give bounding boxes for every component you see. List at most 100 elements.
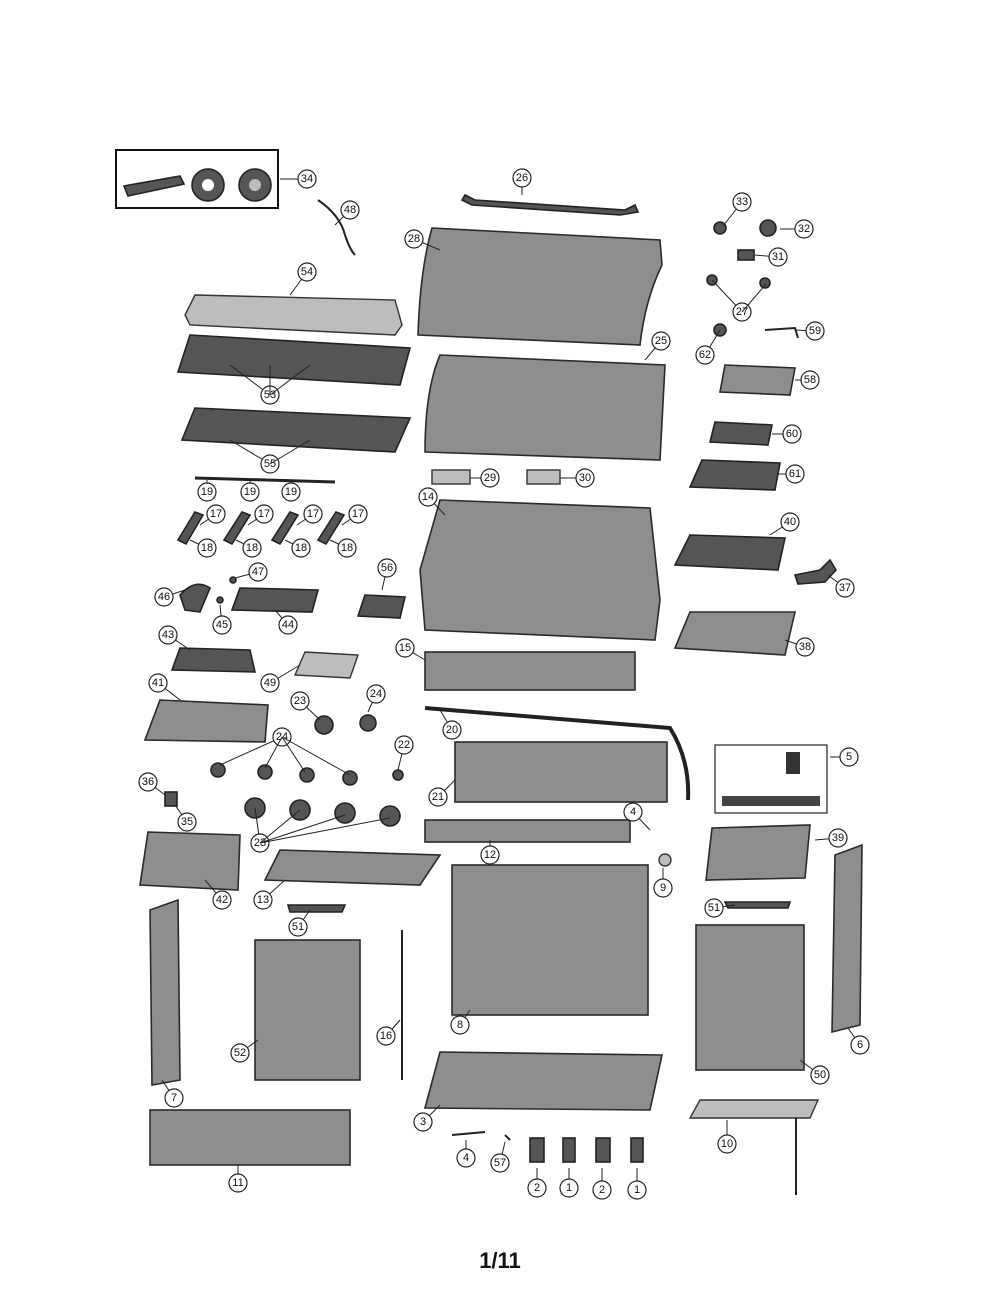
callout-51: 51 — [288, 909, 311, 937]
callout-53: 53 — [229, 364, 280, 405]
callout-label: 34 — [301, 173, 313, 185]
callout-circle — [651, 331, 671, 351]
part-4 — [451, 1131, 486, 1136]
callout-label: 40 — [784, 516, 796, 528]
callout-label: 57 — [494, 1157, 506, 1169]
callout-circle — [206, 504, 226, 524]
callout-label: 25 — [655, 335, 667, 347]
callout-48: 48 — [334, 200, 360, 226]
callout-label: 14 — [422, 491, 434, 503]
callout-61: 61 — [778, 464, 805, 484]
callout-label: 11 — [232, 1177, 243, 1189]
callout-circle — [230, 1043, 250, 1063]
callout-56: 56 — [377, 558, 397, 591]
callout-leader — [741, 283, 767, 313]
callout-34: 34 — [280, 169, 317, 189]
callout-circle — [850, 1035, 870, 1055]
callout-c23c — [259, 809, 301, 844]
part-handle-51a — [286, 904, 347, 913]
callout-circle — [340, 200, 360, 220]
callout-circle — [366, 684, 386, 704]
callout-17: 17 — [199, 504, 226, 526]
callout-label: 2 — [599, 1184, 605, 1196]
callout-label: 29 — [484, 472, 496, 484]
callout-label: 28 — [408, 233, 420, 245]
callout-circle — [254, 504, 274, 524]
part-casters-1-2 — [529, 1137, 644, 1163]
callout-circle — [413, 1112, 433, 1132]
callout-31: 31 — [754, 247, 788, 267]
callout-32: 32 — [780, 219, 814, 239]
part-44 — [230, 587, 320, 613]
callout-1: 1 — [627, 1168, 647, 1200]
callout-circle — [428, 787, 448, 807]
callout-label: 39 — [832, 832, 844, 844]
callout-label: 31 — [772, 251, 784, 263]
callout-circle — [512, 168, 532, 188]
callout-leader — [269, 439, 311, 465]
callout-label: 12 — [484, 849, 496, 861]
callout-40: 40 — [769, 512, 800, 536]
callout-c27b — [741, 283, 767, 313]
callout-label: 61 — [789, 468, 801, 480]
callout-label: 60 — [786, 428, 798, 440]
callout-circle — [260, 673, 280, 693]
callout-label: 58 — [804, 374, 816, 386]
callout-circle — [717, 1134, 737, 1154]
callout-leader — [281, 736, 306, 773]
callout-c23e — [259, 817, 391, 844]
callout-circle — [442, 720, 462, 740]
callout-leader — [259, 817, 391, 844]
callout-circle — [490, 1153, 510, 1173]
part-base-3 — [423, 1051, 663, 1111]
callout-circle — [800, 370, 820, 390]
callout-circle — [695, 345, 715, 365]
callout-c24e — [281, 736, 351, 776]
callout-18: 18 — [189, 538, 217, 558]
callout-19: 19 — [240, 480, 260, 502]
callout-circle — [575, 468, 595, 488]
callout-36: 36 — [138, 772, 166, 796]
callout-41: 41 — [148, 673, 181, 701]
callout-c24c — [264, 736, 283, 769]
callout-circle — [395, 638, 415, 658]
part-40 — [673, 534, 786, 571]
callout-label: 23 — [294, 695, 306, 707]
callout-circle — [404, 229, 424, 249]
callout-label: 8 — [457, 1019, 463, 1031]
callout-circle — [527, 1178, 547, 1198]
callout-label: 19 — [285, 486, 297, 498]
callout-15: 15 — [395, 638, 426, 661]
callout-circle — [297, 169, 317, 189]
part-lid-25 — [424, 354, 666, 461]
part-60 — [708, 421, 773, 446]
callout-60: 60 — [772, 424, 802, 444]
callout-19: 19 — [197, 480, 217, 502]
part-handle-37 — [793, 558, 837, 585]
callout-label: 44 — [282, 619, 294, 631]
callout-label: 18 — [246, 542, 258, 554]
callout-label: 17 — [352, 508, 364, 520]
callout-circle — [828, 828, 848, 848]
callout-label: 7 — [171, 1092, 177, 1104]
callout-label: 4 — [463, 1152, 469, 1164]
callout-28: 28 — [404, 229, 441, 251]
callout-22: 22 — [394, 735, 414, 771]
callout-44: 44 — [274, 609, 298, 635]
part-lid-28 — [417, 227, 663, 346]
callout-circle — [394, 735, 414, 755]
callout-circle — [154, 587, 174, 607]
callout-circle — [138, 772, 158, 792]
callout-label: 42 — [216, 894, 228, 906]
part-29 — [431, 469, 471, 485]
callout-label: 37 — [839, 582, 851, 594]
part-firebox-14 — [419, 499, 661, 641]
callout-label: 47 — [252, 566, 264, 578]
callout-29: 29 — [470, 468, 500, 488]
part-57 — [504, 1134, 511, 1141]
callout-57: 57 — [490, 1141, 510, 1173]
callout-circle — [794, 219, 814, 239]
part-small-right — [706, 219, 799, 339]
part-47 — [229, 576, 237, 584]
part-13 — [263, 849, 442, 886]
